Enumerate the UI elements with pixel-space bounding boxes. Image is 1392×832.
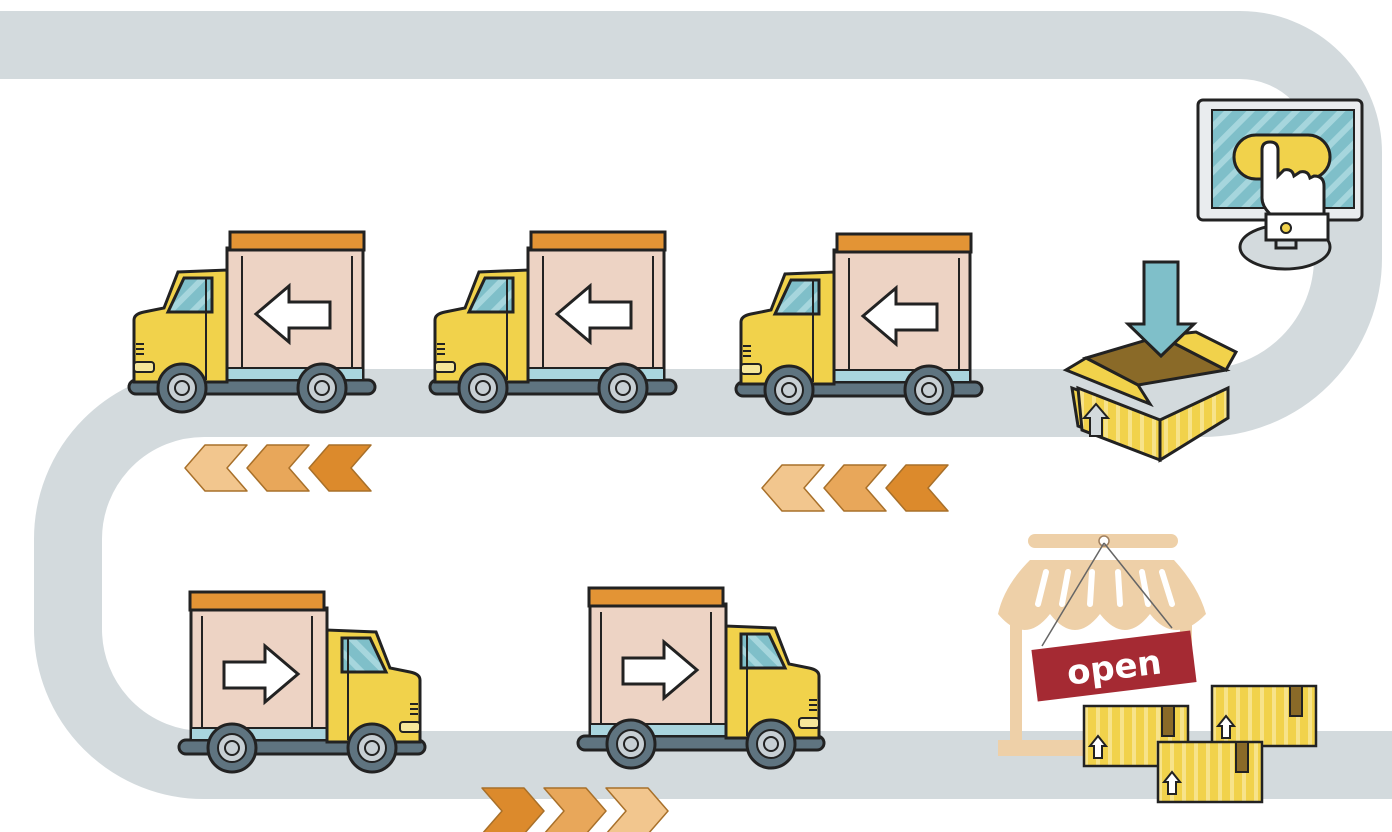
chevron-arrows-icon	[762, 465, 948, 511]
package-icon	[1066, 262, 1236, 460]
truck-icon	[129, 232, 375, 412]
truck-icon	[578, 588, 824, 768]
truck-icon	[430, 232, 676, 412]
truck-icon	[736, 234, 982, 414]
chevron-arrows-icon	[482, 788, 668, 832]
package-icon	[1212, 686, 1316, 746]
package-icon	[1158, 742, 1262, 802]
chevron-arrows-icon	[185, 445, 371, 491]
truck-icon	[179, 592, 425, 772]
